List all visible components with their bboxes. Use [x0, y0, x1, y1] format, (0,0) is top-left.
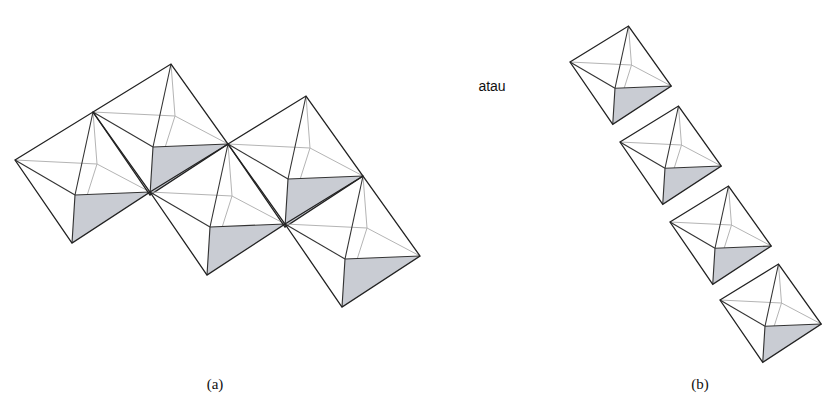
octahedron [150, 144, 285, 275]
front-edge [342, 259, 345, 307]
outline-edge [620, 106, 721, 204]
front-edge [763, 326, 765, 362]
hidden-edge [732, 225, 772, 246]
hidden-edge [367, 228, 420, 256]
front-edge [288, 96, 306, 179]
front-edge [765, 264, 779, 326]
hidden-edge [15, 160, 97, 164]
hidden-edge [779, 264, 782, 303]
front-edge [715, 186, 729, 248]
outline-edge [670, 186, 771, 284]
octahedron [285, 176, 420, 307]
front-edge [613, 88, 615, 124]
front-edge [713, 248, 715, 284]
outline-edge [228, 96, 363, 227]
front-edge [345, 256, 420, 259]
front-edge [720, 300, 765, 326]
figure-label: (b) [691, 375, 709, 393]
hidden-edge [670, 222, 732, 225]
front-edge [663, 168, 665, 204]
outline-edge [720, 264, 821, 362]
hidden-edge [679, 106, 682, 145]
outline-edge [570, 26, 671, 124]
hidden-edge [171, 64, 175, 116]
front-edge [715, 246, 771, 248]
hidden-edge [306, 96, 310, 148]
front-edge [15, 160, 75, 195]
octahedron [93, 64, 228, 195]
outline-edge [93, 64, 228, 195]
hidden-edge [285, 224, 367, 228]
front-edge [765, 324, 821, 326]
hidden-edge [175, 116, 228, 144]
hidden-edge [682, 145, 722, 166]
front-edge [150, 147, 153, 195]
front-edge [620, 142, 665, 168]
front-edge [93, 112, 153, 147]
hidden-edge [93, 112, 175, 116]
hidden-edge [729, 186, 732, 225]
front-edge [75, 112, 93, 195]
front-edge [570, 62, 615, 88]
hidden-edge [363, 176, 367, 228]
front-edge [150, 192, 210, 227]
figure-label: (a) [207, 375, 224, 393]
front-edge [665, 166, 721, 168]
hidden-edge [97, 164, 150, 192]
octahedron [720, 264, 821, 362]
front-edge [210, 144, 228, 227]
front-edge [345, 176, 363, 259]
connector-word: atau [478, 78, 505, 95]
outline-edge [285, 176, 420, 307]
front-edge [228, 144, 288, 179]
front-edge [670, 222, 715, 248]
hidden-edge [310, 148, 363, 176]
hidden-edge [620, 142, 682, 145]
outline-edge [15, 112, 150, 243]
front-edge [207, 227, 210, 275]
front-edge [285, 179, 288, 227]
octahedron [620, 106, 721, 204]
outline-edge [150, 144, 285, 275]
hidden-edge [629, 26, 632, 65]
front-edge [210, 224, 285, 227]
front-edge [153, 64, 171, 147]
hidden-edge [93, 112, 97, 164]
front-edge [153, 144, 228, 147]
front-edge [72, 195, 75, 243]
front-edge [665, 106, 679, 168]
octahedron [670, 186, 771, 284]
front-edge [285, 224, 345, 259]
front-edge [615, 26, 629, 88]
front-edge [288, 176, 363, 179]
hidden-edge [228, 144, 310, 148]
front-edge [615, 86, 671, 88]
hidden-edge [570, 62, 632, 65]
hidden-edge [632, 65, 672, 86]
hidden-edge [720, 300, 782, 303]
hidden-edge [782, 303, 822, 324]
octahedron [228, 96, 363, 227]
hidden-edge [150, 192, 232, 196]
octahedron [570, 26, 671, 124]
octahedron [15, 112, 150, 243]
front-edge [75, 192, 150, 195]
hidden-edge [228, 144, 232, 196]
hidden-edge [232, 196, 285, 224]
